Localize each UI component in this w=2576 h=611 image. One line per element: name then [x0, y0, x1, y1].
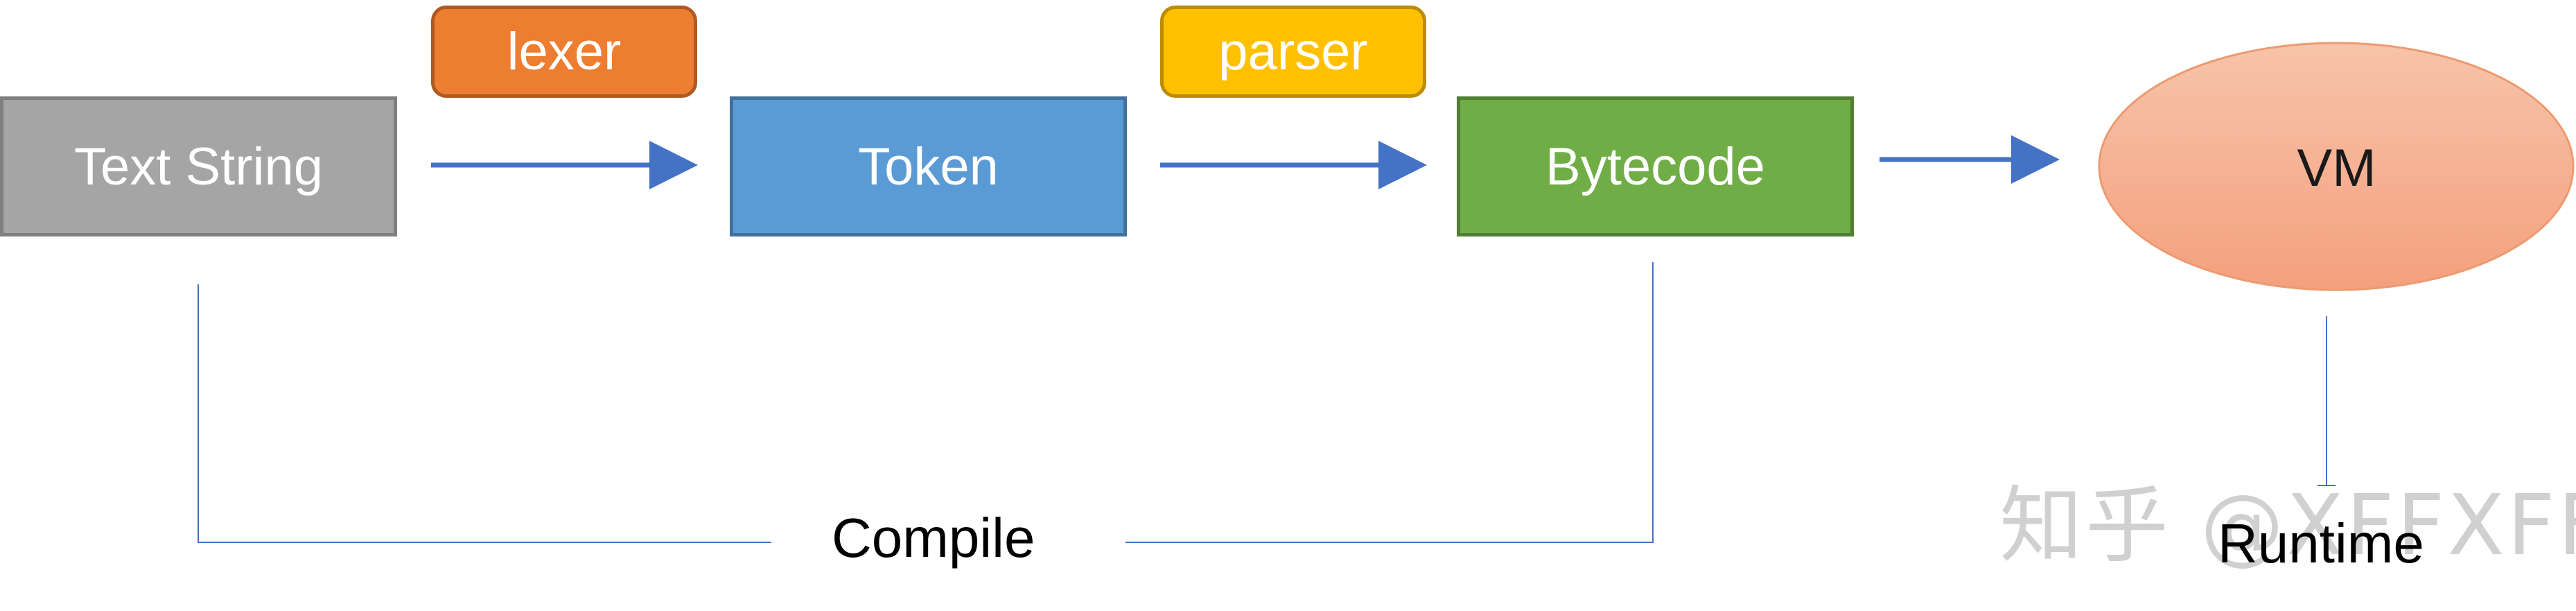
text-string-label: Text String	[73, 137, 324, 196]
lexer-label: lexer	[507, 22, 622, 81]
text-string-box: Text String	[0, 96, 397, 236]
parser-label: parser	[1218, 22, 1368, 81]
compile-bracket-left	[198, 284, 771, 543]
vm-label: VM	[2297, 138, 2376, 198]
token-box: Token	[730, 96, 1127, 236]
vm-ellipse	[2098, 42, 2575, 291]
compile-phase-label: Compile	[832, 507, 1035, 569]
bytecode-label: Bytecode	[1545, 137, 1765, 196]
token-label: Token	[858, 137, 999, 196]
watermark: 知乎 @XFFXFF	[1999, 478, 2576, 574]
compile-bracket-right	[1125, 262, 1654, 543]
runtime-phase-label: Runtime	[2218, 513, 2424, 574]
parser-tag: parser	[1160, 6, 1426, 98]
bytecode-box: Bytecode	[1457, 96, 1854, 236]
lexer-tag: lexer	[431, 6, 697, 98]
